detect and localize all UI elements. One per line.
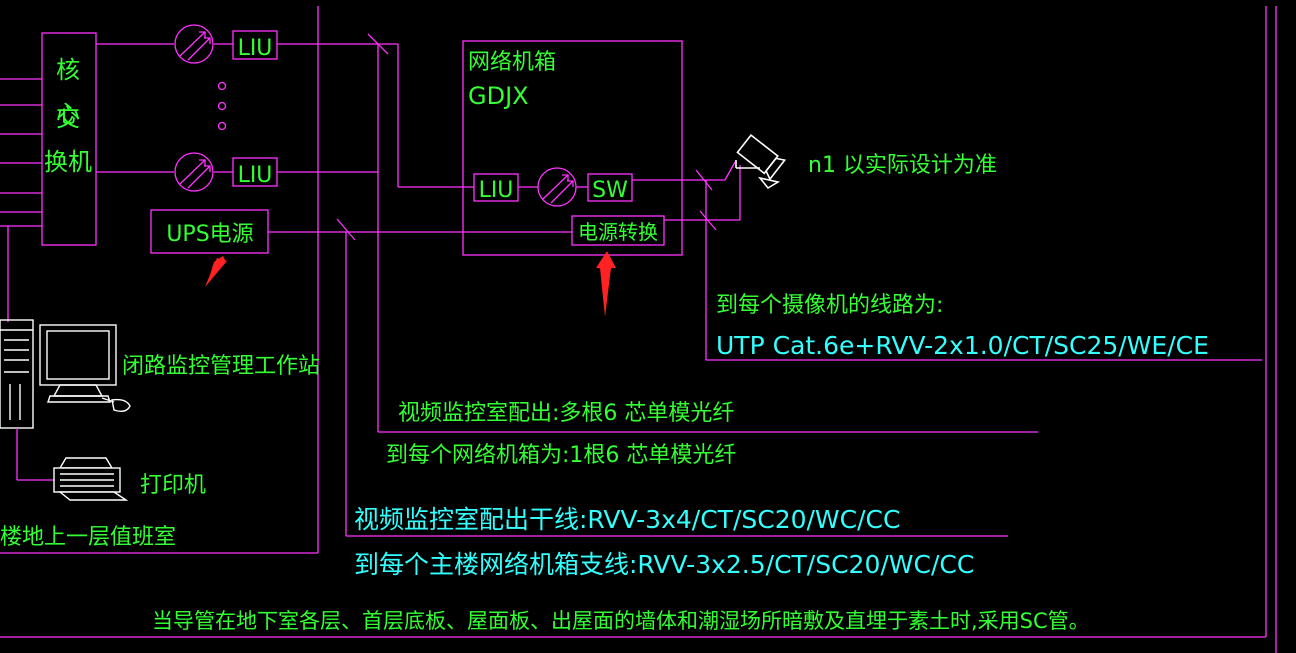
footer-note: 当导管在地下室各层、首层底板、屋面板、出屋面的墙体和潮湿场所暗敷及直埋于素土时,… [152, 609, 1090, 633]
core-switch-char-1: 核 [56, 56, 80, 84]
camera-line-title: 到每个摄像机的线路为: [716, 293, 943, 318]
camera-icon[interactable] [735, 133, 787, 190]
core-switch[interactable]: 核 心 交 [41, 32, 97, 246]
optical-transceiver-icon [174, 152, 214, 192]
power-convert-label: 电源转换 [578, 220, 658, 244]
power-branch-note: 到每个主楼网络机箱支线:RVV-3x2.5/CT/SC20/WC/CC [354, 550, 974, 579]
liu-top-label: LIU [238, 36, 273, 61]
cabinet-sw-label: SW [592, 178, 628, 203]
red-arrow-power-convert [596, 251, 616, 317]
core-switch-char-2: 心 [56, 100, 80, 128]
cabinet-liu-label: LIU [479, 178, 514, 203]
camera-links [632, 161, 1262, 361]
optical-transceiver-icon [174, 24, 214, 64]
workstation-icon[interactable] [0, 319, 131, 429]
printer-icon[interactable] [53, 457, 129, 501]
power-trunk-note: 视频监控室配出干线:RVV-3x4/CT/SC20/WC/CC [354, 505, 900, 534]
cabinet-sw[interactable]: SW [587, 173, 633, 203]
cabinet-title: 网络机箱 [468, 50, 556, 75]
cabinet-power-convert[interactable]: 电源转换 [571, 215, 665, 246]
duty-room-label: 楼地上一层值班室 [0, 525, 176, 550]
workstation-label: 闭路监控管理工作站 [122, 354, 320, 379]
cabinet-liu[interactable]: LIU [473, 173, 519, 203]
liu-bottom-label: LIU [238, 163, 273, 188]
switch-links [96, 43, 233, 173]
camera-line-spec: UTP Cat.6e+RVV-2x1.0/CT/SC25/WE/CE [716, 331, 1209, 360]
liu-box-bottom[interactable]: LIU [232, 157, 278, 188]
network-cabinet[interactable]: 网络机箱 GDJX [462, 40, 683, 256]
core-switch-char-4: 换机 [44, 148, 92, 176]
trunk-lines [268, 33, 1038, 537]
fiber-each-note: 到每个网络机箱为:1根6 芯单模光纤 [386, 443, 736, 468]
cabinet-transceiver-icon [518, 167, 588, 207]
core-switch-char-3: 交 [56, 104, 80, 132]
drawing-frame [0, 6, 1277, 653]
printer-label: 打印机 [140, 473, 206, 498]
printer-link [16, 428, 54, 481]
monitor-room-box [0, 6, 319, 554]
ups-label: UPS电源 [166, 222, 253, 247]
ellipsis-dots [217, 81, 227, 131]
fiber-out-note: 视频监控室配出:多根6 芯单模光纤 [398, 401, 734, 426]
ups-box[interactable]: UPS电源 [150, 209, 269, 254]
red-arrow-ups [205, 256, 227, 287]
liu-box-top[interactable]: LIU [232, 30, 278, 61]
camera-label: n1 以实际设计为准 [808, 153, 997, 178]
cabinet-code: GDJX [468, 82, 529, 110]
